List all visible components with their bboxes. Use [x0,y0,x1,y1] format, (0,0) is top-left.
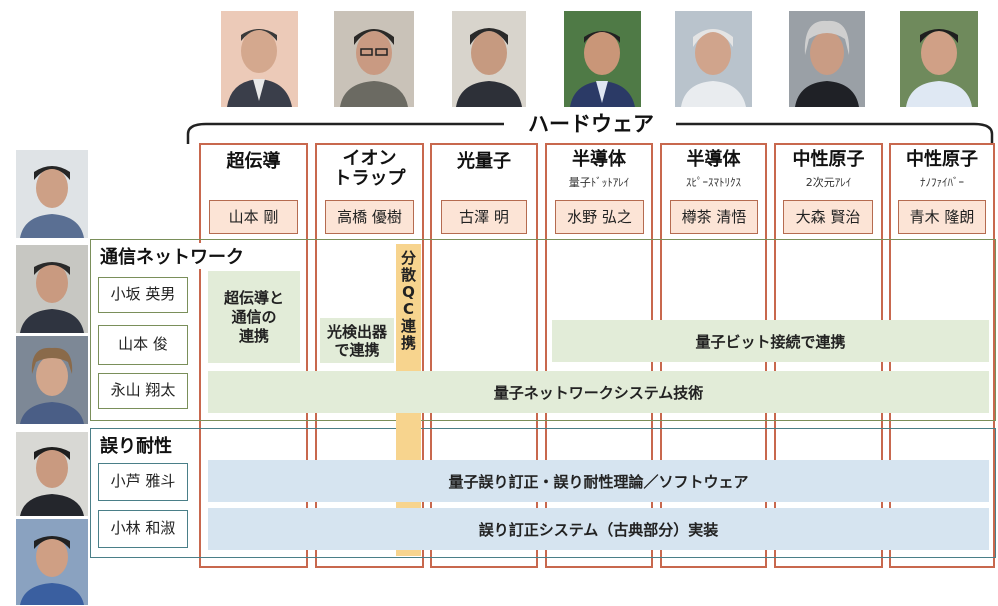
column-subtitle: 2次元ｱﾚｲ [805,176,852,189]
comm-network-title: 通信ネットワーク [100,243,248,269]
lead-researcher: 山本 剛 [209,200,298,234]
portrait-photo-furusawa-akira [452,11,526,107]
comm-network-frame [90,239,996,421]
vertical-char: 連 [400,317,416,335]
member-kobayashi-kazutoshi: 小林 和淑 [98,510,188,548]
member-koashi-masato: 小芦 雅斗 [98,463,188,501]
member-yamamoto-shun: 山本 俊 [98,325,188,365]
column-title: 超伝導 [226,151,281,172]
column-title: 半導体 [686,149,741,170]
band-quantum-network-system: 量子ネットワークシステム技術 [208,371,989,413]
hardware-header: ハードウェア [528,112,654,136]
vertical-char: Q [402,283,415,301]
portrait-photo-kosaka-hideo [16,245,88,333]
fault-tolerance-title: 誤り耐性 [100,432,176,458]
portrait-photo-yamamoto-tsuyoshi [221,11,298,107]
hardware-bracket [186,122,994,144]
portrait-photo-takahashi-yuki [334,11,414,107]
column-subtitle: ｽﾋﾟｰｽﾏﾄﾘｸｽ [686,176,741,189]
band-qubit-connection-link: 量子ビット接続で連携 [552,320,989,362]
band-qec-system-implementation: 誤り訂正システム（古典部分）実装 [208,508,989,550]
lead-researcher: 大森 賢治 [783,200,873,234]
portrait-photo-koashi-masato [16,519,88,605]
band-photodetector-link: 光検出器 で連携 [320,318,394,363]
portrait-photo-aoki-takao [900,11,978,107]
lead-researcher: 水野 弘之 [555,200,644,234]
fault-tolerance-frame [90,428,996,558]
lead-researcher: 高橋 優樹 [325,200,414,234]
vertical-char: 携 [400,334,416,352]
portrait-photo-ohmori-kenji [789,11,865,107]
portrait-photo-mizuno-hiroyuki [564,11,641,107]
column-subtitle: 量子ﾄﾞｯﾄｱﾚｲ [568,176,630,189]
column-title: イオン [342,148,397,169]
portrait-photo-nagayama-shota [16,432,88,516]
column-title: 半導体 [572,149,626,170]
column-title: 中性原子 [906,149,978,170]
portrait-photo-left-1 [16,150,88,238]
vertical-char: 散 [400,266,416,284]
portrait-photo-yamamoto-shun [16,336,88,424]
lead-researcher: 樽茶 清悟 [670,200,758,234]
member-nagayama-shota: 永山 翔太 [98,373,188,409]
member-kosaka-hideo: 小坂 英男 [98,277,188,313]
column-title-line2: トラップ [333,168,406,189]
column-title: 中性原子 [792,149,865,170]
portrait-photo-tarucha-seigo [675,11,752,107]
vertical-char: 分 [400,249,416,267]
band-superconducting-comm-link: 超伝導と 通信の 連携 [208,271,300,363]
column-subtitle: ﾅﾉﾌｧｲﾊﾞｰ [920,176,964,189]
band-qec-fault-tolerance-theory: 量子誤り訂正・誤り耐性理論／ソフトウェア [208,460,989,502]
lead-researcher: 青木 隆朗 [898,200,986,234]
column-title: 光量子 [457,151,511,172]
vertical-char: C [402,300,414,318]
lead-researcher: 古澤 明 [441,200,527,234]
